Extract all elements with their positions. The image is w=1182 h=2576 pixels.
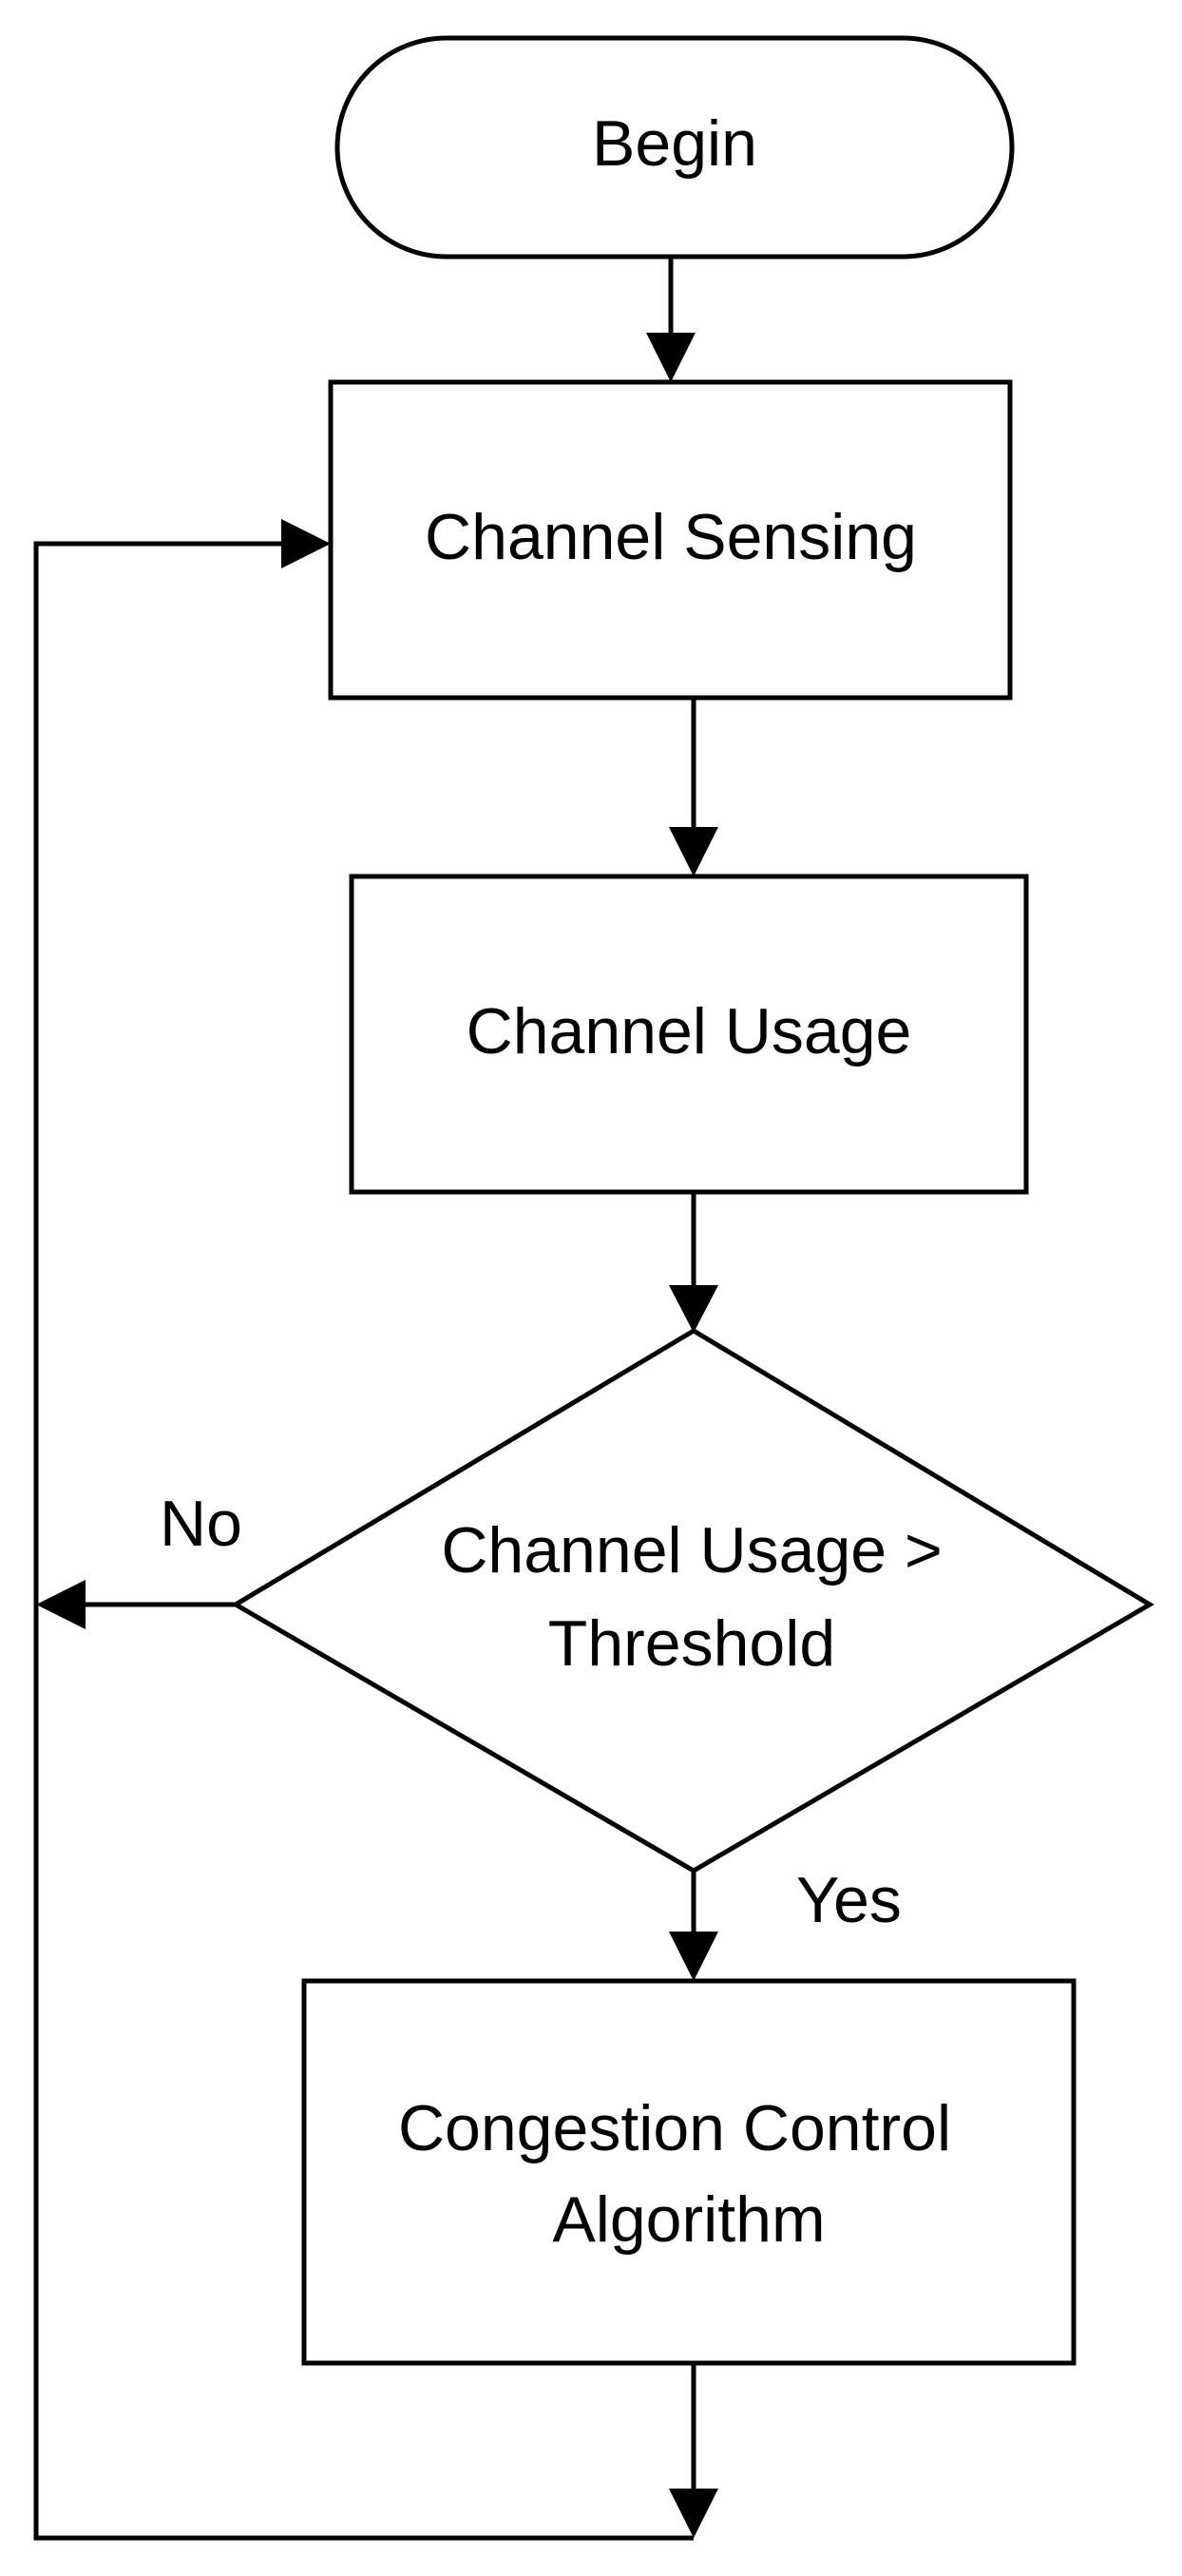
node-congestion-control: Congestion Control Algorithm [301,1978,1077,2366]
edge-sensing-to-usage [669,698,718,876]
node-channel-sensing: Channel Sensing [328,379,1013,701]
edge-begin-to-sensing [646,257,696,382]
yes-label: Yes [796,1864,902,1936]
channel-sensing-box [328,379,1013,701]
node-decision: Channel Usage > Threshold [231,1328,1154,1874]
edge-no-arrowhead [36,1580,86,1629]
loopback-into-sensing-arrowhead [281,519,331,568]
no-label: No [160,1488,242,1560]
channel-usage-label: Channel Usage [467,995,912,1067]
channel-sensing-label: Channel Sensing [425,501,917,573]
congestion-label-line-1: Congestion Control [398,2092,951,2164]
begin-terminator-shape [334,35,1015,260]
edge-usage-to-decision [669,1192,718,1333]
congestion-label-line-2: Algorithm [552,2183,825,2256]
loopback-rail [33,541,694,2541]
decision-label-line-2: Threshold [548,1607,835,1680]
edge-congestion-loopback [33,519,718,2541]
begin-label: Begin [592,107,757,180]
congestion-control-box [301,1978,1077,2366]
edge-decision-to-congestion: Yes [669,1864,902,1981]
edge-usage-to-decision-arrowhead [669,1285,718,1333]
decision-diamond [231,1328,1154,1874]
edge-sensing-to-usage-arrowhead [669,827,718,876]
loopback-down-arrowhead [669,2489,718,2538]
node-channel-usage: Channel Usage [349,874,1029,1195]
channel-usage-box [349,874,1029,1195]
edge-decision-no: No [36,1488,242,1629]
node-begin: Begin [334,35,1015,260]
decision-label-line-1: Channel Usage > [441,1514,942,1586]
edge-begin-to-sensing-arrowhead [646,333,696,382]
edge-yes-arrowhead [669,1932,718,1981]
